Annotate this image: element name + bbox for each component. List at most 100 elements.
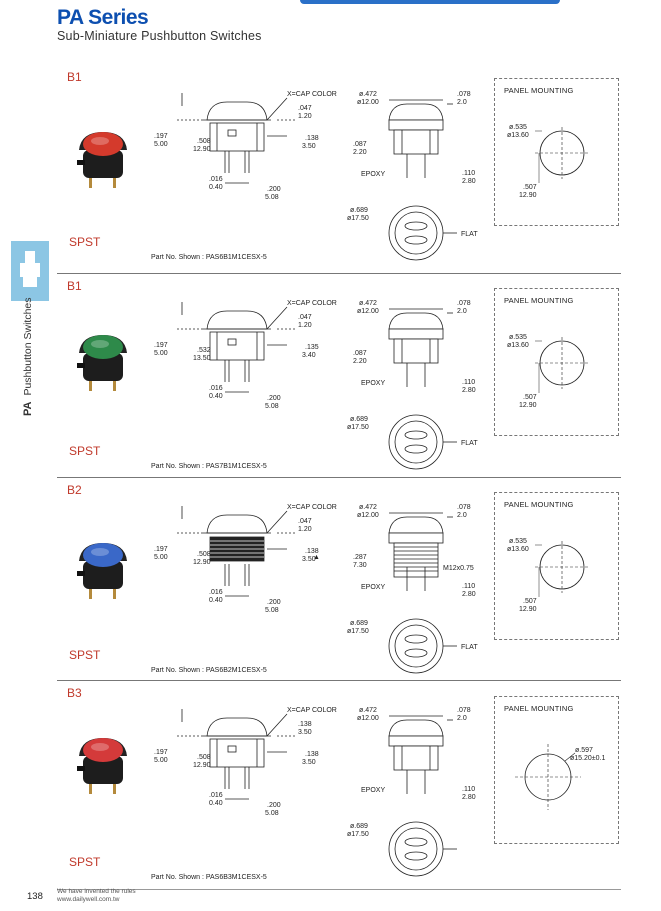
dimension-label: 0.40 <box>209 393 223 400</box>
section-divider <box>57 680 621 681</box>
part-number: Part No. Shown : PAS7B1M1CESX-5 <box>151 463 267 470</box>
dimension-label: 2.0 <box>457 99 467 106</box>
dimension-label: .016 <box>209 792 223 799</box>
panel-dimension: ø.535 <box>509 334 527 341</box>
dimension-label: ø17.50 <box>347 215 369 222</box>
dimension-label: .200 <box>267 802 281 809</box>
dimension-label: .135 <box>305 344 319 351</box>
header-accent-bar <box>300 0 560 4</box>
dimension-label: .047 <box>298 518 312 525</box>
product-section-1: B1 X=CAP C <box>57 68 621 268</box>
dimension-label: .200 <box>267 599 281 606</box>
dimension-label: .078 <box>457 300 471 307</box>
page-title: PA Series <box>57 6 149 29</box>
series-code: B3 <box>67 686 82 700</box>
dimension-label: ø17.50 <box>347 831 369 838</box>
product-photo <box>75 535 131 612</box>
side-category: Pushbutton Switches <box>22 297 34 396</box>
dimension-label: .197 <box>154 749 168 756</box>
warning-triangle-icon: ▲ <box>313 554 320 561</box>
dimension-label: 2.0 <box>457 308 467 315</box>
panel-dimension: 12.90 <box>519 192 537 199</box>
dimension-label: 3.50 <box>302 143 316 150</box>
switch-type: SPST <box>69 855 101 869</box>
side-view-drawing <box>177 93 295 184</box>
switch-type: SPST <box>69 648 101 662</box>
panel-dimension: 12.90 <box>519 606 537 613</box>
dimension-label: FLAT <box>461 644 478 651</box>
dimension-label: ø.689 <box>350 416 368 423</box>
panel-mounting-label: PANEL MOUNTING <box>504 296 574 305</box>
series-code: B1 <box>67 279 82 293</box>
dimension-label: .508 <box>197 551 211 558</box>
panel-mounting-label: PANEL MOUNTING <box>504 704 574 713</box>
dimension-label: EPOXY <box>361 584 385 591</box>
dimension-label: 5.08 <box>265 194 279 201</box>
dimension-label: 0.40 <box>209 184 223 191</box>
panel-mounting-box: PANEL MOUNTING ø.597 ø15.20±0.1 <box>494 696 619 844</box>
panel-dimension: ø.535 <box>509 538 527 545</box>
panel-mounting-box: PANEL MOUNTING ø.535 ø13.60 .507 12.90 <box>494 78 619 226</box>
dimension-label: ø.472 <box>359 707 377 714</box>
dimension-label: 12.90 <box>193 146 211 153</box>
part-number: Part No. Shown : PAS6B1M1CESX-5 <box>151 254 267 261</box>
dimension-label: .197 <box>154 133 168 140</box>
dimension-label: ø12.00 <box>357 512 379 519</box>
dimension-label: .287 <box>353 554 367 561</box>
dimension-label: ø12.00 <box>357 308 379 315</box>
side-view-drawing <box>177 506 295 597</box>
panel-dimension: ø.597 <box>575 747 593 754</box>
side-label: PA Pushbutton Switches <box>22 297 42 426</box>
part-number: Part No. Shown : PAS6B2M1CESX-5 <box>151 667 267 674</box>
dimension-label: 1.20 <box>298 113 312 120</box>
dimension-label: ø12.00 <box>357 99 379 106</box>
dimension-label: ø.472 <box>359 504 377 511</box>
dimension-label: .078 <box>457 707 471 714</box>
dimension-label: .138 <box>298 721 312 728</box>
dimension-label: ø12.00 <box>357 715 379 722</box>
dimension-label: EPOXY <box>361 171 385 178</box>
dimension-label: 0.40 <box>209 597 223 604</box>
dimension-label: 5.00 <box>154 757 168 764</box>
panel-cutout-drawing: ø.535 ø13.60 .507 12.90 <box>507 334 589 409</box>
page-subtitle: Sub-Miniature Pushbutton Switches <box>57 29 262 43</box>
dimension-label: 2.80 <box>462 794 476 801</box>
panel-dimension: 12.90 <box>519 402 537 409</box>
dimension-label: ø17.50 <box>347 628 369 635</box>
dimension-label: .016 <box>209 176 223 183</box>
dimension-label: .197 <box>154 546 168 553</box>
dimension-label: 13.50 <box>193 355 211 362</box>
dimension-label: 2.0 <box>457 512 467 519</box>
section-divider <box>57 273 621 274</box>
product-section-2: B1 X=CAP C <box>57 277 621 477</box>
panel-cutout-drawing: ø.597 ø15.20±0.1 <box>515 744 605 810</box>
dimension-label: 7.30 <box>353 562 367 569</box>
panel-cutout-drawing: ø.535 ø13.60 .507 12.90 <box>507 538 589 613</box>
dimension-label: FLAT <box>461 440 478 447</box>
section-divider <box>57 477 621 478</box>
dimension-label: .138 <box>305 548 319 555</box>
dimension-label: ø.472 <box>359 300 377 307</box>
panel-mounting-box: PANEL MOUNTING ø.535 ø13.60 .507 12.90 <box>494 288 619 436</box>
dimension-label: 2.20 <box>353 149 367 156</box>
side-code: PA <box>22 401 34 416</box>
front-view-drawing <box>388 715 457 877</box>
dimension-label: 2.20 <box>353 358 367 365</box>
panel-mounting-label: PANEL MOUNTING <box>504 86 574 95</box>
panel-dimension: ø13.60 <box>507 132 529 139</box>
front-view-drawing <box>388 308 457 470</box>
dimension-label: 2.80 <box>462 178 476 185</box>
dimension-label: 1.20 <box>298 322 312 329</box>
pushbutton-icon <box>20 251 40 287</box>
dimension-label: .138 <box>305 135 319 142</box>
panel-dimension: ø13.60 <box>507 342 529 349</box>
dimension-label: 3.50 <box>298 729 312 736</box>
footer-slogan: We have invented the rules <box>57 888 136 895</box>
dimension-label: .078 <box>457 91 471 98</box>
product-photo <box>75 124 131 201</box>
dimension-label: .087 <box>353 141 367 148</box>
dimension-label: 12.90 <box>193 762 211 769</box>
dimension-label: ø.689 <box>350 207 368 214</box>
